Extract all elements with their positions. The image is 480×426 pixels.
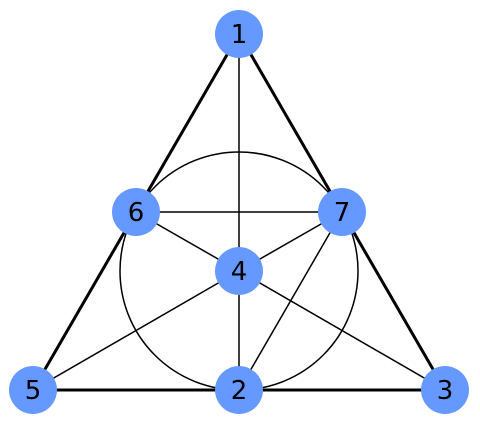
edge-7-2 bbox=[238, 211, 343, 391]
node-circle bbox=[112, 188, 160, 236]
node-4: 4 bbox=[215, 247, 263, 295]
node-7: 7 bbox=[318, 188, 366, 236]
node-circle bbox=[421, 366, 469, 414]
node-2: 2 bbox=[215, 366, 263, 414]
edge-1-6 bbox=[134, 33, 241, 213]
node-1: 1 bbox=[215, 10, 263, 58]
node-label: 7 bbox=[334, 198, 351, 228]
node-layer: 1 2 3 4 5 6 7 bbox=[9, 10, 469, 414]
node-circle bbox=[215, 247, 263, 295]
node-circle bbox=[215, 366, 263, 414]
node-circle bbox=[318, 188, 366, 236]
node-circle bbox=[9, 366, 57, 414]
node-5: 5 bbox=[9, 366, 57, 414]
node-label: 4 bbox=[231, 257, 248, 287]
node-label: 5 bbox=[25, 376, 42, 406]
node-label: 3 bbox=[437, 376, 454, 406]
node-3: 3 bbox=[421, 366, 469, 414]
edge-6-5 bbox=[31, 211, 138, 391]
node-label: 1 bbox=[231, 20, 248, 50]
node-6: 6 bbox=[112, 188, 160, 236]
edge-1-7 bbox=[237, 33, 344, 213]
edge-7-3 bbox=[340, 211, 447, 391]
node-circle bbox=[215, 10, 263, 58]
node-label: 2 bbox=[231, 376, 248, 406]
node-label: 6 bbox=[128, 198, 145, 228]
